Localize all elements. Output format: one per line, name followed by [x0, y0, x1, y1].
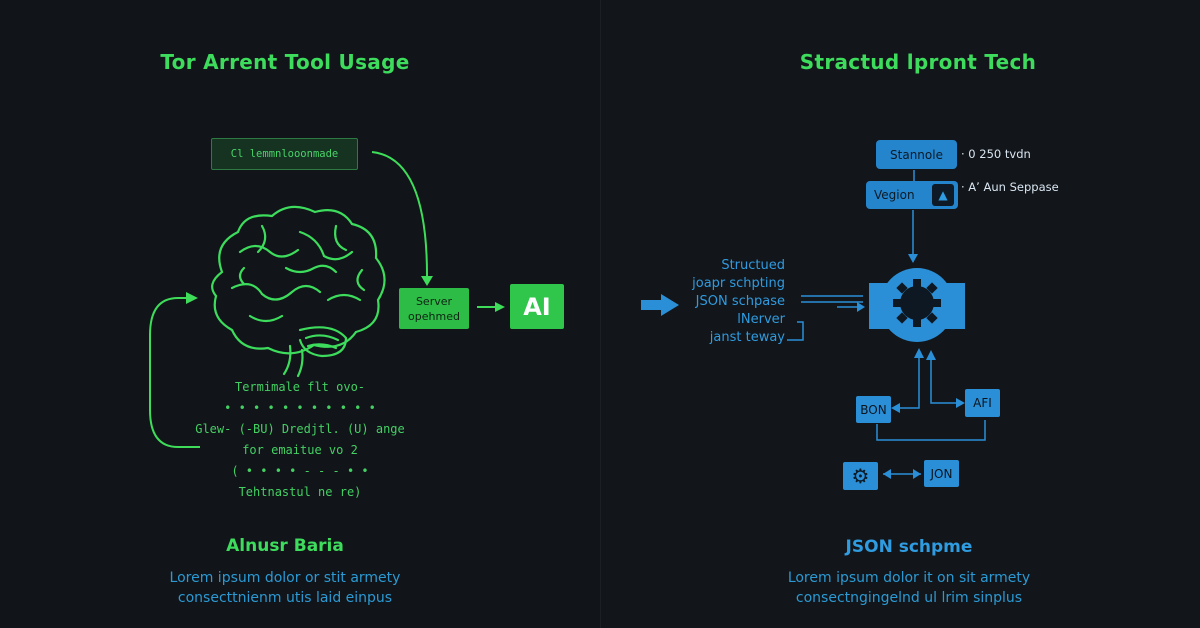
hub-to-bon-arrowhead	[891, 403, 900, 413]
list-item: janst teway	[709, 330, 785, 345]
list-item: lNerver	[737, 312, 785, 327]
left-title: Tor Arrent Tool Usage	[160, 50, 410, 74]
vegion-note: · Aʼ Aun Seppase	[961, 180, 1059, 194]
stannole-node: Stannole	[876, 140, 957, 169]
left-panel: Tor Arrent Tool Usage Cl lemmnlooonmade …	[0, 50, 570, 608]
feedback-loop-arrowhead	[186, 292, 198, 304]
vegion-label: Vegion	[874, 188, 915, 202]
incoming-arrow-icon	[641, 294, 679, 316]
left-footer-text: Lorem ipsum dolor or stit armety consect…	[0, 568, 570, 608]
right-footer-line: consectngingelnd ul lrim sinplus	[795, 590, 1023, 606]
hub-to-afi-line	[930, 352, 959, 404]
terminal-text-block: Termimale flt ovo- • • • • • • • • • • •…	[170, 380, 430, 506]
brain-icon	[211, 205, 386, 378]
right-panel: Stractud lpront Tech Stannole · 0 250 tv…	[600, 0, 1200, 628]
list-item: JSON schpase	[695, 294, 785, 309]
right-footer-heading: JSON schpme	[845, 537, 973, 557]
terminal-line: Glew- (-BU) Dredjtl. (U) ange	[195, 422, 405, 436]
command-to-server-arrow	[371, 151, 429, 281]
right-footer-line: Lorem ipsum dolor it on sit armety	[787, 570, 1031, 586]
command-to-server-arrowhead	[421, 276, 433, 286]
gear-icon	[893, 279, 941, 327]
hub-node	[869, 268, 965, 342]
terminal-line: Termimale flt ovo-	[234, 380, 366, 394]
gear-to-jon-arrowhead-right	[913, 469, 921, 479]
server-box-line-2: opehmed	[408, 309, 460, 323]
list-item: joapr schpting	[692, 276, 785, 291]
afi-node: AFI	[965, 389, 1000, 417]
terminal-line: Tehtnastul ne re)	[238, 485, 362, 499]
afi-to-hub-arrowhead	[926, 350, 936, 360]
terminal-line: • • • • • • • • • • •	[224, 401, 376, 415]
right-title: Stractud lpront Tech	[799, 50, 1037, 74]
terminal-line: ( • • • • - - - • •	[231, 464, 369, 478]
server-box-line-1: Server	[415, 294, 453, 308]
left-footer-heading: Alnusr Baria	[226, 536, 344, 556]
feedback-loop-arrow	[149, 297, 200, 448]
bon-node: BON	[856, 396, 891, 423]
server-box: Server opehmed	[399, 288, 469, 329]
list-item: Structued	[721, 258, 785, 273]
left-footer-line: Lorem ipsum dolor or stit armety	[169, 570, 401, 586]
vegion-node: Vegion ▲	[866, 181, 958, 209]
vegion-to-hub-arrowhead	[908, 254, 918, 263]
right-connectors	[641, 170, 986, 479]
hub-to-afi-arrowhead	[956, 398, 965, 408]
structured-list: Structued joapr schpting JSON schpase lN…	[661, 257, 785, 347]
list-bracket	[787, 321, 804, 341]
bon-afi-bracket	[876, 420, 986, 441]
server-to-ai-arrowhead	[495, 302, 505, 312]
terminal-line: for emaitue vo 2	[242, 443, 358, 457]
gear-to-jon-arrowhead-left	[883, 469, 891, 479]
command-box: Cl lemmnlooonmade	[211, 138, 358, 170]
jon-node: JON	[924, 460, 959, 487]
left-footer-line: consecttnienm utis laid einpus	[177, 590, 393, 606]
settings-node: ⚙	[843, 462, 878, 490]
left-connectors	[149, 151, 505, 448]
ai-box: AI	[510, 284, 564, 329]
bon-to-hub-arrowhead	[914, 348, 924, 358]
list-connector-arrowhead	[857, 302, 865, 312]
person-icon: ▲	[932, 184, 954, 206]
hub-to-bon-line	[897, 350, 920, 409]
stannole-note: · 0 250 tvdn	[961, 147, 1031, 161]
right-footer-text: Lorem ipsum dolor it on sit armety conse…	[601, 568, 1200, 608]
gear-icon: ⚙	[851, 464, 870, 488]
